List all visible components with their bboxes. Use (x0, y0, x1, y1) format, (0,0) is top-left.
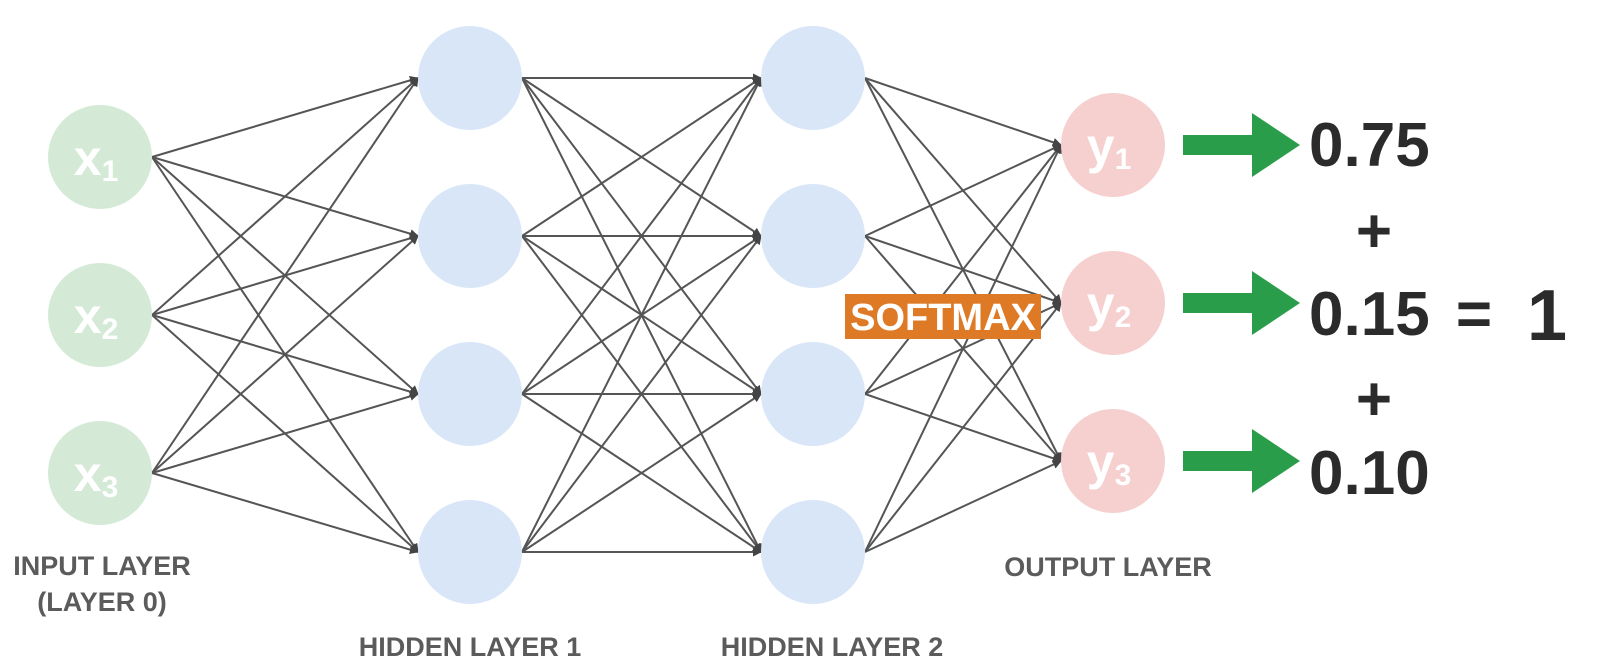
hidden2-node-1 (761, 26, 865, 130)
output-arrow-1 (1183, 113, 1300, 177)
edge-hidden1-4-to-hidden2-3 (521, 393, 762, 553)
output-node-label-2: y2 (1087, 276, 1132, 334)
hidden2-node-3 (761, 342, 865, 446)
hidden2-node-4 (761, 500, 865, 604)
edge-input-2-to-hidden1-1 (151, 77, 419, 316)
edge-hidden2-2-to-output-1 (864, 144, 1062, 237)
connection-edges (151, 73, 1062, 557)
plus-sign-2: + (1356, 365, 1392, 434)
input-node-label-1: x1 (74, 130, 119, 188)
softmax-label-background (845, 294, 1041, 339)
output-node-label-3: y3 (1087, 434, 1132, 492)
plus-sign-1: + (1356, 197, 1392, 266)
output-arrow-2 (1183, 271, 1300, 335)
input-node-label-2: x2 (74, 288, 119, 346)
edge-hidden1-4-to-hidden2-1 (521, 77, 762, 553)
output-node-label-1: y1 (1087, 118, 1132, 176)
hidden2-node-2 (761, 184, 865, 288)
hidden1-node-4 (418, 500, 522, 604)
probability-value-2: 0.15 (1309, 280, 1430, 349)
input-node-label-3: x3 (74, 446, 119, 504)
edge-input-3-to-hidden1-2 (151, 235, 419, 474)
edge-hidden1-4-to-hidden2-2 (521, 235, 762, 553)
input-node-1 (48, 105, 152, 209)
edge-hidden2-4-to-output-2 (864, 302, 1062, 553)
hidden-layer-1-caption: HIDDEN LAYER 1 (359, 632, 582, 662)
edge-hidden1-3-to-hidden2-1 (521, 77, 762, 395)
edge-hidden2-4-to-output-1 (864, 144, 1062, 553)
output-arrow-3 (1183, 429, 1300, 493)
hidden1-node-1 (418, 26, 522, 130)
output-layer-caption: OUTPUT LAYER (1004, 552, 1212, 582)
edge-hidden2-3-to-output-1 (864, 144, 1062, 395)
edge-input-3-to-hidden1-4 (151, 472, 419, 555)
edge-hidden2-1-to-output-1 (864, 77, 1062, 147)
edge-hidden1-2-to-hidden2-1 (521, 77, 762, 237)
probability-value-1: 0.75 (1309, 111, 1430, 180)
layer-captions: INPUT LAYER (LAYER 0) HIDDEN LAYER 1 HID… (13, 551, 1212, 662)
edge-hidden2-4-to-output-3 (864, 460, 1062, 553)
input-node-2 (48, 263, 152, 367)
output-node-1 (1061, 93, 1165, 197)
output-node-2 (1061, 251, 1165, 355)
hidden1-node-3 (418, 342, 522, 446)
edge-input-3-to-hidden1-1 (151, 77, 419, 474)
softmax-label: SOFTMAX (845, 294, 1041, 339)
output-node-3 (1061, 409, 1165, 513)
edge-input-3-to-hidden1-3 (151, 391, 419, 474)
probability-value-3: 0.10 (1309, 439, 1430, 508)
softmax-label-text: SOFTMAX (850, 297, 1036, 339)
hidden1-node-2 (418, 184, 522, 288)
input-layer-subcaption: (LAYER 0) (37, 587, 167, 617)
output-arrows (1183, 113, 1300, 493)
input-layer-caption: INPUT LAYER (13, 551, 191, 581)
hidden-layer-2-caption: HIDDEN LAYER 2 (721, 632, 944, 662)
sum-value: 1 (1527, 276, 1567, 356)
input-node-3 (48, 421, 152, 525)
network-nodes: x1 x2 x3 y1 y2 y3 (48, 26, 1165, 604)
edge-input-1-to-hidden1-1 (151, 75, 419, 158)
equals-sign: = (1456, 280, 1492, 349)
probability-values: 0.75 + 0.15 = 1 + 0.10 (1309, 111, 1567, 508)
